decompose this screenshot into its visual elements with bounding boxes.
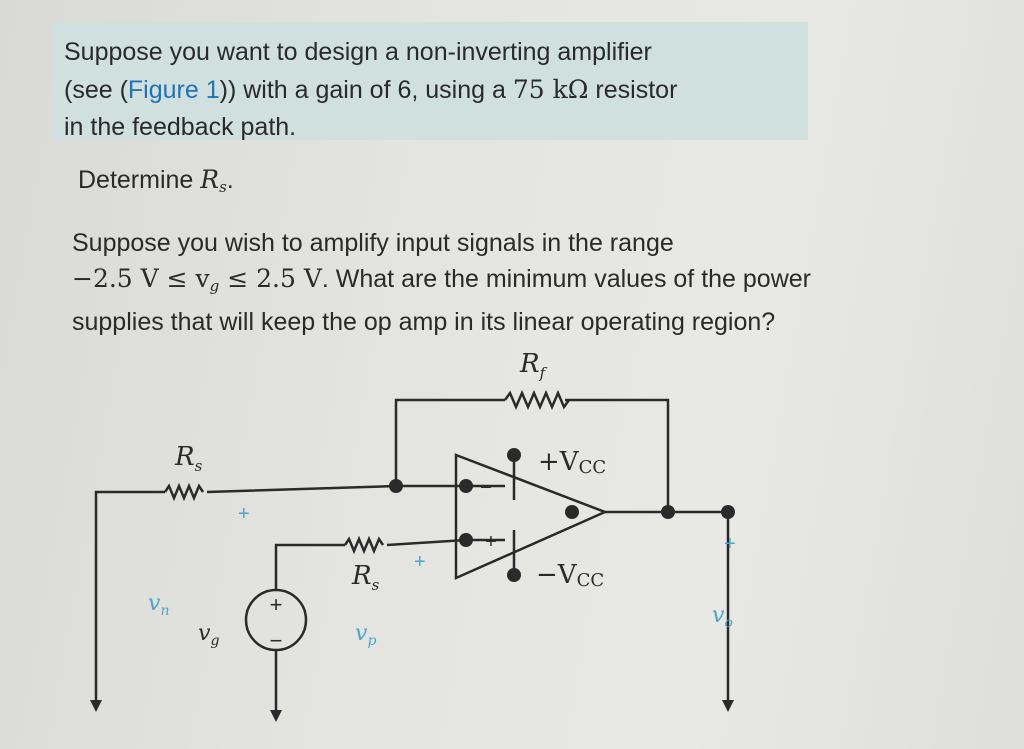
vp-plus-mark: +	[414, 551, 426, 573]
question-1-line-1: Suppose you want to design a non-inverti…	[64, 38, 652, 66]
vn-label: vn	[148, 591, 169, 619]
q1-text: resistor	[588, 76, 678, 104]
rs-label-right: Rs	[351, 561, 380, 594]
rf-resistor	[503, 389, 571, 411]
circuit-nodes	[389, 448, 735, 582]
vn-plus-mark: +	[238, 503, 250, 525]
range-sub: g	[209, 277, 220, 295]
vcc-positive-label: +VCC	[538, 447, 606, 478]
vp-label: vp	[355, 621, 376, 649]
resistor-value: 75 kΩ	[512, 75, 589, 104]
vo-plus-mark: +	[724, 533, 736, 555]
question-2-line-2: −2.5 V ≤ vg ≤ 2.5 V. What are the minimu…	[72, 261, 811, 304]
source-plus: +	[270, 592, 283, 617]
rs-label-left: Rs	[174, 442, 203, 475]
rs-resistor-right	[343, 535, 385, 555]
voltage-source	[244, 588, 308, 652]
question-1-box: Suppose you want to design a non-inverti…	[52, 22, 808, 141]
question-2-line-3: supplies that will keep the op amp in it…	[72, 308, 776, 336]
rs-var-sub: s	[219, 178, 227, 196]
op-amp	[454, 453, 609, 580]
question-2: Suppose you wish to amplify input signal…	[72, 225, 811, 340]
determine-text: Determine	[78, 166, 201, 194]
vo-label: vo	[712, 603, 733, 631]
vcc-negative-label: −VCC	[536, 560, 604, 591]
figure-1-link[interactable]: Figure 1	[127, 76, 220, 104]
question-2-line-1: Suppose you wish to amplify input signal…	[72, 229, 674, 257]
rs-var: R	[200, 165, 220, 194]
q1-text: (see (	[64, 76, 128, 104]
source-minus: −	[270, 628, 283, 653]
determine-prompt: Determine Rs.	[78, 165, 234, 196]
question-1-line-2: (see (Figure 1)) with a gain of 6, using…	[64, 71, 808, 109]
determine-period: .	[226, 166, 234, 194]
range-math-2: ≤ 2.5 V	[219, 264, 322, 293]
q2-text: . What are the minimum values of the pow…	[321, 265, 811, 293]
circuit-wires	[94, 389, 730, 710]
question-1-line-3: in the feedback path.	[64, 113, 297, 141]
q1-text: )) with a gain of 6, using a	[219, 76, 513, 104]
range-math: −2.5 V ≤ v	[72, 264, 210, 293]
noninverting-sign: +	[485, 531, 497, 553]
inverting-sign: −	[480, 477, 492, 499]
ground-arrows	[90, 700, 734, 722]
vg-label: vg	[198, 621, 219, 649]
rs-resistor-left	[163, 482, 205, 502]
rf-label: Rf	[519, 349, 548, 382]
